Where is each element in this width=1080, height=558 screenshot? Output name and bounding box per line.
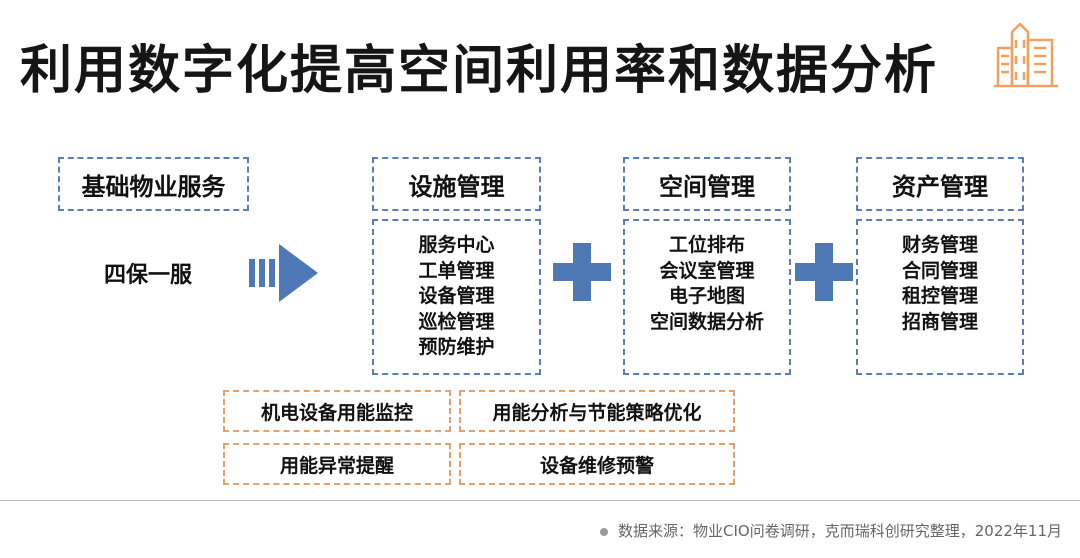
list-item: 电子地图 [668,285,745,307]
capability-anomaly-alert: 用能异常提醒 [223,443,451,485]
module-title-text: 资产管理 [892,172,988,201]
list-item: 巡检管理 [418,310,495,333]
module-list-space: 工位排布 会议室管理 电子地图 空间数据分析 [623,219,791,375]
module-title-text: 设施管理 [408,172,505,201]
list-item: 空间数据分析 [649,310,764,333]
plus-icon [553,243,611,301]
list-item: 设备管理 [418,285,495,307]
base-service-box: 基础物业服务 [58,157,249,211]
capability-maintenance-warning: 设备维修预警 [459,443,735,485]
source-text: 数据来源：物业CIO问卷调研，克而瑞科创研究整理，2022年11月 [618,522,1062,540]
guarantee-label: 四保一服 [104,263,193,288]
list-item: 服务中心 [418,234,495,256]
module-list-asset: 财务管理 合同管理 租控管理 招商管理 [856,219,1024,375]
capability-energy-analysis: 用能分析与节能策略优化 [459,390,735,432]
module-list-facility: 服务中心 工单管理 设备管理 巡检管理 预防维护 [372,219,541,375]
list-item: 预防维护 [418,336,495,358]
module-title-asset: 资产管理 [856,157,1024,211]
list-item: 租控管理 [901,285,978,307]
source-note: 数据来源：物业CIO问卷调研，克而瑞科创研究整理，2022年11月 [600,520,1062,541]
footer-divider [0,500,1080,501]
list-item: 工单管理 [418,259,495,282]
list-item: 招商管理 [901,310,978,333]
bullet-dot-icon [600,527,609,536]
building-outline-icon [994,22,1058,88]
module-title-text: 空间管理 [659,172,755,201]
page-title: 利用数字化提高空间利用率和数据分析 [20,41,939,101]
list-item: 会议室管理 [659,259,755,282]
plus-icon [795,243,853,301]
capability-energy-monitoring: 机电设备用能监控 [223,390,451,432]
module-title-facility: 设施管理 [372,157,541,211]
list-item: 财务管理 [901,234,978,256]
striped-right-arrow-icon [249,244,318,302]
list-item: 工位排布 [668,234,745,256]
list-item: 合同管理 [901,259,978,282]
base-service-label: 基础物业服务 [81,172,226,201]
module-title-space: 空间管理 [623,157,791,211]
